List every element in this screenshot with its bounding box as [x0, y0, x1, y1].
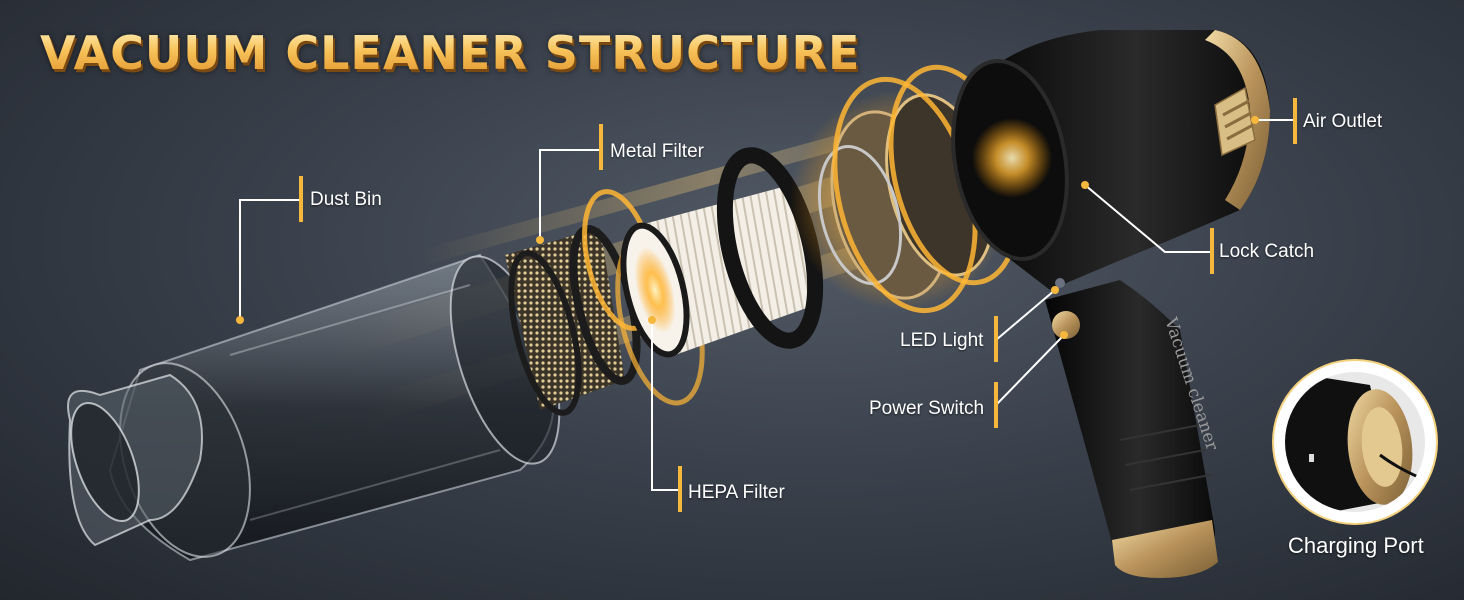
- leader-end-dots: [236, 116, 1259, 339]
- charging-port-inset: [1272, 359, 1438, 525]
- power-switch-button: [1052, 311, 1080, 339]
- metal-filter-part: [505, 225, 641, 416]
- label-metal-filter: Metal Filter: [610, 141, 704, 162]
- page-title: VACUUM CLEANER STRUCTURE: [40, 26, 861, 80]
- label-lock-catch: Lock Catch: [1219, 241, 1315, 262]
- leader-accent-bars: [299, 98, 1297, 512]
- label-led-light: LED Light: [900, 330, 984, 351]
- label-hepa-filter: HEPA Filter: [688, 482, 785, 503]
- vacuum-body: Vacuum cleaner: [951, 30, 1270, 578]
- label-dust-bin: Dust Bin: [310, 189, 382, 210]
- dust-bin-part: [67, 253, 561, 562]
- led-light-dot: [1055, 278, 1065, 288]
- label-air-outlet: Air Outlet: [1303, 111, 1383, 132]
- label-charging-port: Charging Port: [1288, 533, 1424, 558]
- label-power-switch: Power Switch: [869, 398, 985, 419]
- leader-lines: [239, 119, 1293, 491]
